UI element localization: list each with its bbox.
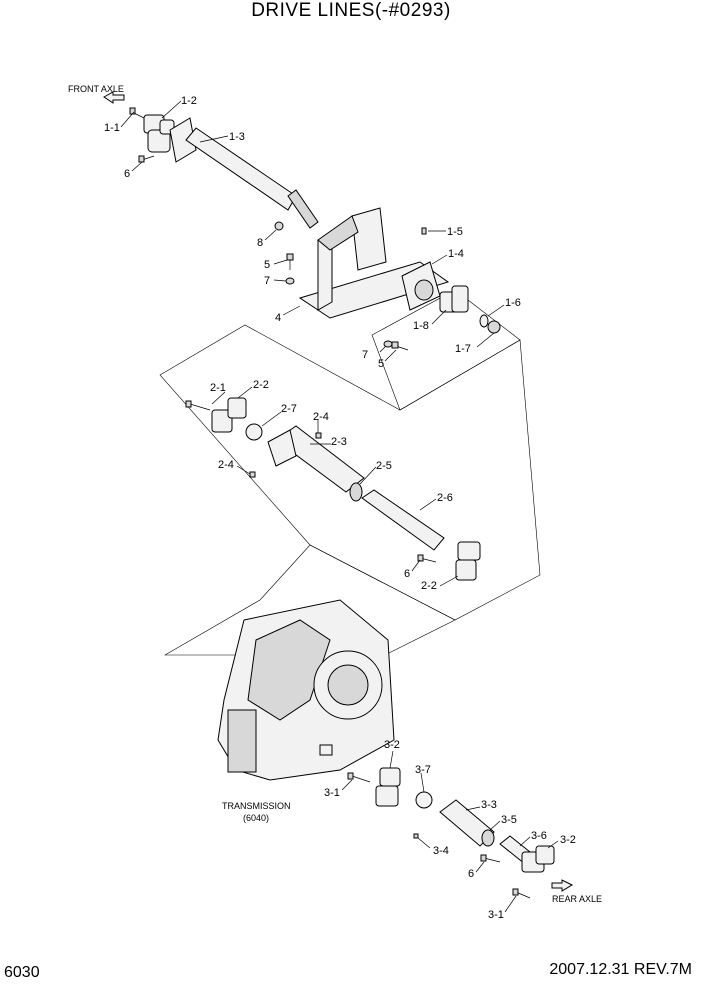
nut-1-7	[487, 320, 501, 334]
label-2-6: 2-6	[437, 492, 453, 504]
grease-fitting-2-4	[315, 432, 322, 439]
label-1-6: 1-6	[505, 297, 521, 309]
label-2-5: 2-5	[376, 460, 392, 472]
bolt-6-lower	[483, 857, 501, 863]
yoke-1-8	[439, 285, 469, 313]
label-8: 8	[257, 237, 263, 249]
label-5-b: 5	[378, 358, 384, 370]
front-axle-arrow-icon	[103, 91, 125, 104]
grease-fitting-1-5	[421, 227, 427, 235]
date-revision: 2007.12.31 REV.7M	[549, 961, 692, 978]
label-1-1: 1-1	[104, 122, 120, 134]
label-3-7: 3-7	[415, 764, 431, 776]
part-labels: 1-1 1-2 1-3 6 8 5 7 4 1-5 1-4 1-6 1-8 7 …	[104, 95, 576, 921]
leader-lines	[120, 100, 559, 913]
label-2-3: 2-3	[331, 436, 347, 448]
washer-8	[274, 221, 284, 231]
label-1-7: 1-7	[455, 343, 471, 355]
transmission-housing	[217, 599, 395, 781]
label-6-b: 6	[404, 568, 410, 580]
label-2-2-b: 2-2	[421, 580, 437, 592]
label-7-b: 7	[362, 349, 368, 361]
label-2-1: 2-1	[210, 382, 226, 394]
washer-1-6	[479, 314, 489, 328]
label-2-4-b: 2-4	[218, 459, 234, 471]
rear-axle-note: REAR AXLE	[552, 894, 602, 904]
label-2-7: 2-7	[281, 403, 297, 415]
label-3-6: 3-6	[531, 830, 547, 842]
label-1-4: 1-4	[448, 248, 464, 260]
grease-fitting-2-4b	[249, 471, 256, 478]
transmission-ref-note: (6040)	[243, 813, 269, 823]
washer-7	[285, 277, 295, 285]
flange-1-3	[169, 117, 197, 163]
transmission-note: TRANSMISSION	[222, 801, 291, 811]
cross-2-2-lower	[455, 541, 481, 581]
label-3-2-b: 3-2	[560, 834, 576, 846]
label-1-2: 1-2	[181, 95, 197, 107]
slip-yoke-2-6	[361, 489, 445, 551]
bolt-2-1	[189, 403, 211, 411]
label-6-c: 6	[468, 868, 474, 880]
label-7-a: 7	[264, 275, 270, 287]
ring-2-7	[245, 423, 263, 441]
label-5-a: 5	[264, 259, 270, 271]
cross-2-2	[211, 397, 247, 433]
washer-7-lower	[383, 340, 393, 348]
label-6-a: 6	[124, 168, 130, 180]
page-number: 6030	[4, 964, 40, 981]
tube-yoke-3-3	[439, 799, 495, 847]
bolt-3-1	[351, 775, 371, 783]
ring-3-7	[415, 791, 433, 809]
label-3-2-a: 3-2	[384, 739, 400, 751]
label-2-4-a: 2-4	[313, 411, 329, 423]
label-1-5: 1-5	[447, 226, 463, 238]
seal-2-5	[349, 482, 363, 502]
cross-3-2-lower	[521, 845, 555, 873]
label-1-3: 1-3	[229, 131, 245, 143]
label-4: 4	[275, 312, 281, 324]
page-title: DRIVE LINES(-#0293)	[251, 0, 451, 21]
label-3-1-b: 3-1	[488, 909, 504, 921]
yoke-1-2	[143, 114, 175, 153]
label-2-2-a: 2-2	[253, 379, 269, 391]
label-3-5: 3-5	[501, 814, 517, 826]
label-3-4: 3-4	[433, 845, 449, 857]
rear-axle-arrow-icon	[551, 879, 574, 892]
shaft-spline-1-3	[287, 189, 319, 229]
grease-fitting-3-4	[413, 833, 419, 839]
front-axle-note: FRONT AXLE	[68, 84, 124, 94]
cross-3-2	[375, 767, 401, 807]
label-3-1-a: 3-1	[324, 787, 340, 799]
label-1-8: 1-8	[413, 320, 429, 332]
label-3-3: 3-3	[481, 799, 497, 811]
seal-3-5	[481, 829, 495, 847]
